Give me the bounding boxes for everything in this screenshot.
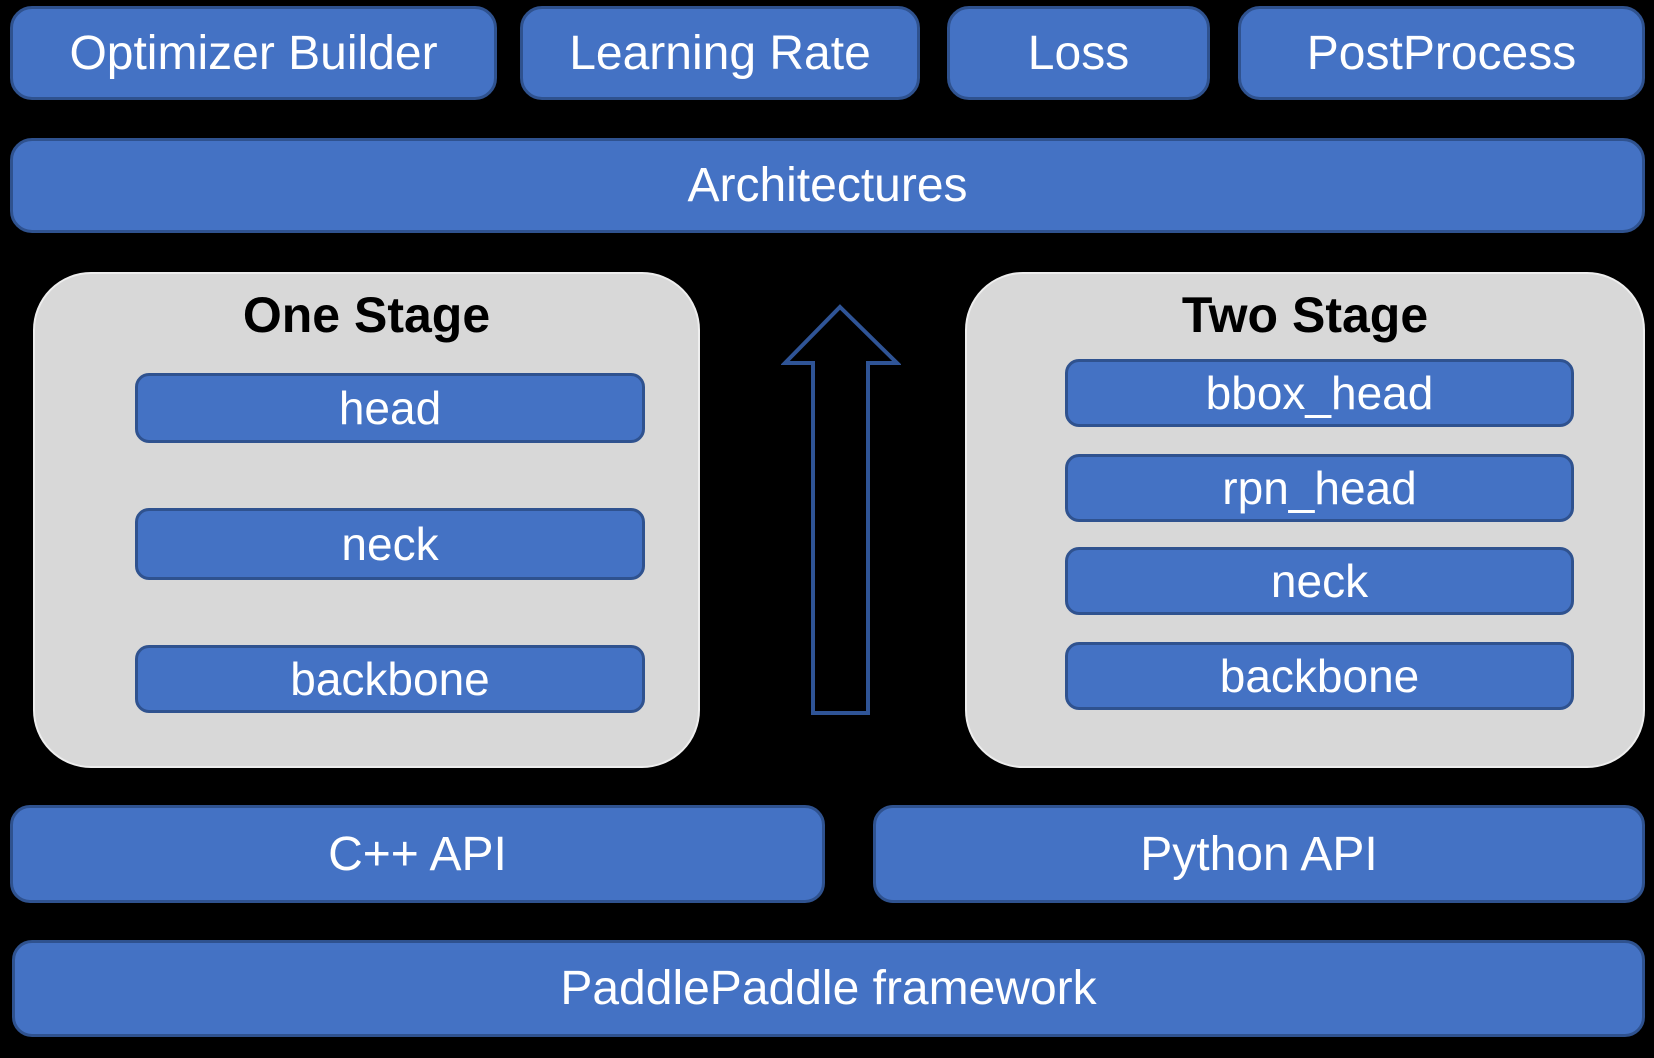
architectures-bar: Architectures — [10, 138, 1645, 233]
one-stage-title: One Stage — [242, 287, 491, 343]
module-box-postprocess: PostProcess — [1238, 6, 1645, 100]
two-stage-layer-backbone: backbone — [1065, 642, 1574, 710]
python-api-bar: Python API — [873, 805, 1645, 903]
two-stage-layer-rpn-head: rpn_head — [1065, 454, 1574, 522]
two-stage-title: Two Stage — [1181, 287, 1429, 343]
module-box-learning-rate: Learning Rate — [520, 6, 920, 100]
up-arrow-icon — [781, 304, 901, 715]
one-stage-panel: One Stage head neck backbone — [33, 272, 700, 768]
framework-bar: PaddlePaddle framework — [12, 940, 1645, 1037]
cpp-api-bar: C++ API — [10, 805, 825, 903]
two-stage-panel: Two Stage bbox_head rpn_head neck backbo… — [965, 272, 1645, 768]
two-stage-layer-bbox-head: bbox_head — [1065, 359, 1574, 427]
one-stage-layer-backbone: backbone — [135, 645, 645, 713]
one-stage-layer-neck: neck — [135, 508, 645, 580]
module-box-optimizer-builder: Optimizer Builder — [10, 6, 497, 100]
module-box-loss: Loss — [947, 6, 1210, 100]
one-stage-layer-head: head — [135, 373, 645, 443]
two-stage-layer-neck: neck — [1065, 547, 1574, 615]
